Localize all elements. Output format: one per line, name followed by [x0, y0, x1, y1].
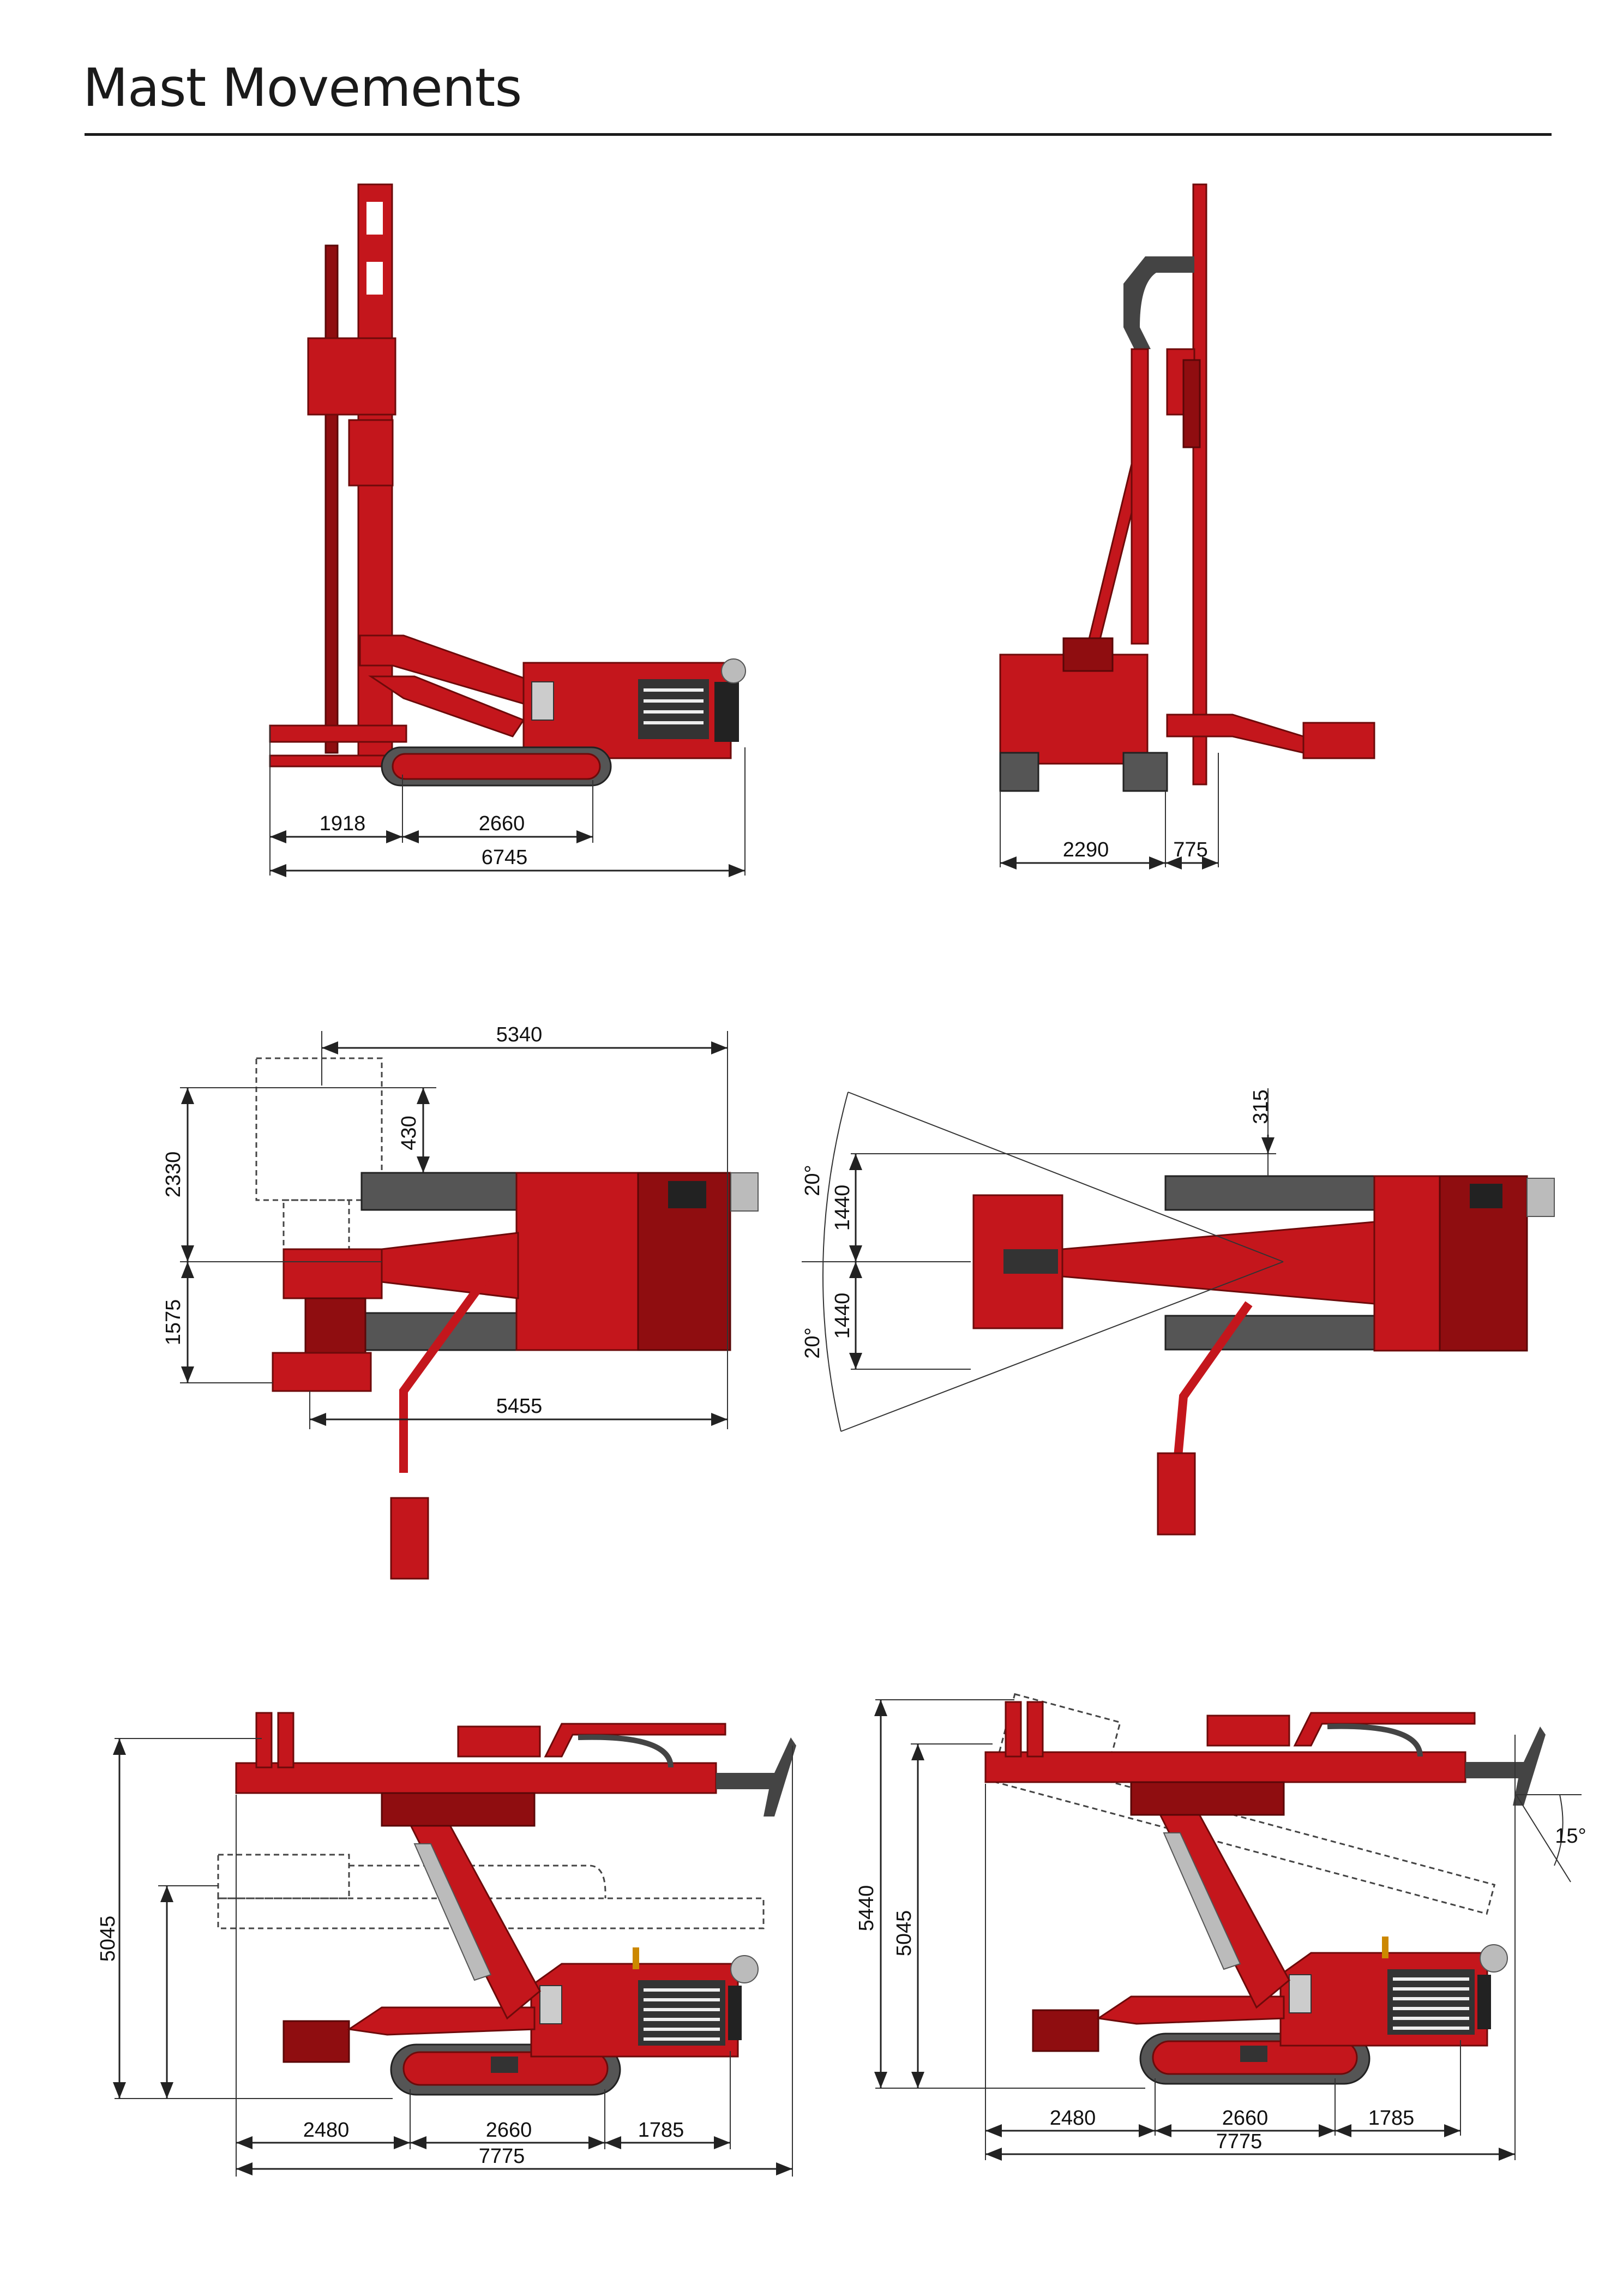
angle-label: 20°	[801, 1165, 824, 1196]
machine-drawing	[269, 183, 746, 787]
dimension-label: 2660	[1222, 2107, 1269, 2130]
dimension-label: 1440	[831, 1293, 854, 1339]
top-view-mast-tilt: 1440 1440 315 20° 20°	[801, 1088, 1555, 1536]
dimension-label: 1440	[831, 1185, 854, 1231]
dimension-label: 2480	[303, 2119, 350, 2142]
dimension-label: 5045	[893, 1910, 916, 1957]
dimension-label: 1918	[320, 812, 366, 835]
side-view-mast-lowered: 5045 2480 2660 1785 7775	[97, 1713, 796, 2177]
machine-drawing	[255, 1057, 759, 1580]
dimension-label: 775	[1173, 838, 1207, 861]
dimension-label: 6745	[482, 846, 528, 869]
dimension-label: 1785	[1368, 2107, 1415, 2130]
dimension-label: 5340	[496, 1023, 543, 1046]
page-title: Mast Movements	[83, 57, 522, 118]
dimension-label: 7775	[479, 2145, 525, 2168]
side-view-mast-tilted: 15° 5440 5045 2480 2660 1785 7775	[855, 1693, 1586, 2161]
dimension-label: 7775	[1216, 2130, 1263, 2153]
dimension-label: 1575	[162, 1299, 185, 1346]
dimension-label: 430	[398, 1116, 420, 1150]
angle-label: 20°	[801, 1327, 824, 1358]
dimension-label: 2290	[1063, 838, 1109, 861]
top-view-mast-swing: 5340 2330 430 1575 5455	[162, 1023, 759, 1580]
angle-label: 15°	[1555, 1825, 1586, 1848]
machine-drawing	[985, 1702, 1546, 2084]
side-view-vertical-mast: 1918 2660 6745	[269, 183, 746, 877]
machine-drawing	[999, 183, 1375, 792]
dimension-label: 2660	[479, 812, 525, 835]
dimension-label: 1785	[638, 2119, 684, 2142]
title-divider	[85, 133, 1552, 136]
dimension-label: 5455	[496, 1395, 543, 1418]
dimension-label: 2660	[486, 2119, 532, 2142]
dimension-label: 2480	[1050, 2107, 1096, 2130]
dimension-label: 315	[1249, 1089, 1272, 1124]
machine-drawing	[236, 1713, 796, 2095]
rear-view: 2290 775	[999, 183, 1375, 870]
dimension-label: 2330	[162, 1152, 185, 1198]
dimension-label: 5045	[97, 1916, 119, 1962]
dimension-label: 5440	[855, 1885, 878, 1932]
machine-drawing	[972, 1175, 1555, 1536]
